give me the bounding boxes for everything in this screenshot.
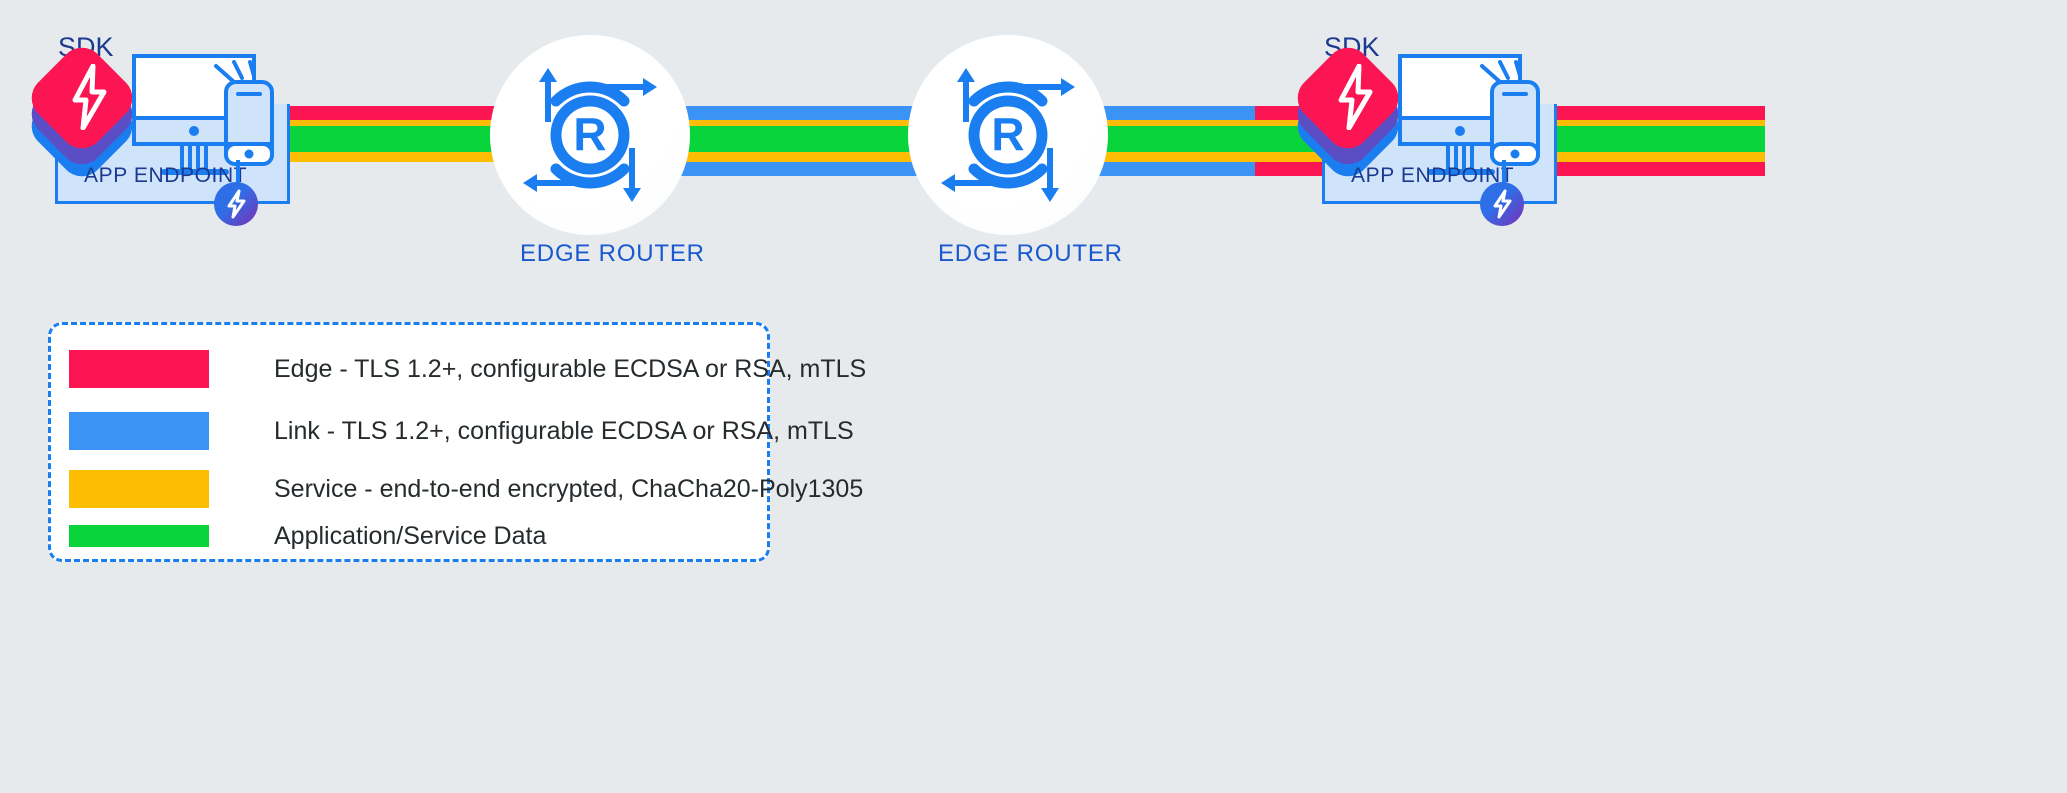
app-endpoint-label-left: APP ENDPOINT	[84, 164, 248, 187]
edge-router-left-circle[interactable]	[490, 35, 690, 235]
edge-router-icon-right: R	[941, 68, 1075, 202]
legend-swatch-application	[69, 525, 209, 547]
lightning-bolt-icon	[1338, 64, 1373, 130]
edge-router-label-left: EDGE ROUTER	[520, 240, 705, 267]
lightning-bolt-icon	[72, 64, 107, 130]
legend-label-application: Application/Service Data	[274, 521, 547, 550]
badge-bolt-icon	[227, 189, 246, 219]
edge-router-right-circle[interactable]	[908, 35, 1108, 235]
device-group-right	[1398, 54, 1540, 175]
svg-text:R: R	[991, 108, 1024, 160]
legend-label-link: Link - TLS 1.2+, configurable ECDSA or R…	[274, 416, 854, 445]
device-group-left	[132, 54, 274, 175]
edge-router-label-right: EDGE ROUTER	[938, 240, 1123, 267]
app-endpoint-label-right: APP ENDPOINT	[1351, 164, 1515, 187]
legend-item: Edge - TLS 1.2+, configurable ECDSA or R…	[69, 347, 866, 391]
badge-bolt-icon	[1493, 189, 1512, 219]
legend-label-service: Service - end-to-end encrypted, ChaCha20…	[274, 474, 864, 503]
legend-panel: Edge - TLS 1.2+, configurable ECDSA or R…	[48, 322, 866, 562]
ziti-badge-icon-right[interactable]	[1480, 182, 1524, 226]
sdk-stack-icon-right	[1288, 38, 1410, 186]
legend-swatch-service	[69, 470, 209, 508]
sdk-stack-icon-left	[22, 38, 144, 186]
legend-swatch-edge	[69, 350, 209, 388]
legend-label-edge: Edge - TLS 1.2+, configurable ECDSA or R…	[274, 354, 867, 383]
legend-item: Service - end-to-end encrypted, ChaCha20…	[69, 467, 863, 511]
legend-item: Link - TLS 1.2+, configurable ECDSA or R…	[69, 409, 854, 453]
svg-text:R: R	[573, 108, 606, 160]
edge-router-icon-left: R	[523, 68, 657, 202]
ziti-badge-icon-left[interactable]	[214, 182, 258, 226]
legend-item: Application/Service Data	[69, 521, 749, 551]
legend-swatch-link	[69, 412, 209, 450]
